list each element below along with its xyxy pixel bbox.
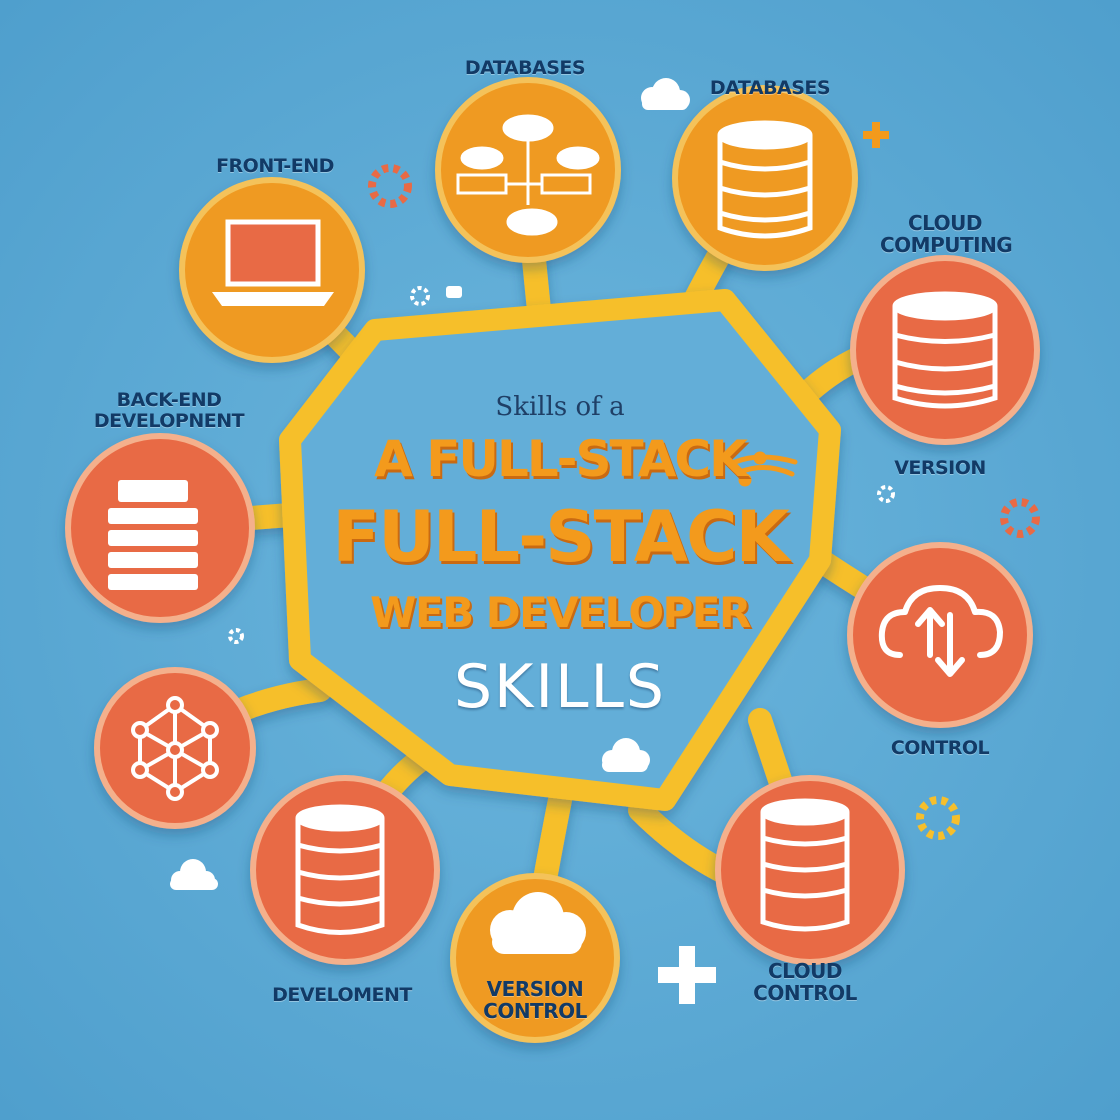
small-square-decor	[446, 286, 462, 298]
title-line-3: WEB DEVELOPER	[370, 588, 751, 637]
node-back-end	[65, 433, 255, 623]
label-databases-2: DATABASES	[709, 77, 831, 99]
database-icon	[892, 291, 998, 409]
cloud-icon	[170, 859, 218, 890]
node-version-control	[450, 873, 620, 1043]
cloud-icon	[490, 892, 586, 954]
laptop-icon	[212, 219, 334, 306]
node-develoment	[250, 775, 440, 965]
label-cloud-computing: CLOUD COMPUTING	[880, 211, 1013, 257]
label-version: VERSION	[894, 457, 986, 479]
title-line-1: A FULL-STACK	[374, 430, 748, 488]
node-version	[847, 542, 1033, 728]
title-line-2: FULL-STACK	[332, 496, 789, 578]
label-cloud-control: CLOUD CONTROL	[753, 959, 857, 1005]
cloud-icon	[641, 78, 690, 110]
label-develoment: DEVELOMENT	[272, 984, 412, 1006]
label-front-end: FRONT-END	[216, 155, 334, 177]
node-control	[715, 775, 905, 965]
label-version-control: VERSION CONTROL	[483, 977, 587, 1023]
node-network	[94, 667, 256, 829]
title-pre: Skills of a	[495, 392, 625, 422]
network-graph-icon	[131, 696, 219, 801]
hub	[279, 289, 841, 811]
node-databases-1	[435, 77, 621, 263]
label-back-end: BACK-END DEVELOPNENT	[93, 389, 245, 432]
node-databases-2	[672, 85, 858, 271]
cloud-upload-download-icon	[878, 585, 1003, 677]
node-front-end	[179, 177, 365, 363]
plus-icon	[863, 122, 889, 148]
database-icon	[760, 798, 850, 932]
cloud-icon	[602, 738, 650, 772]
gear-icon	[368, 164, 412, 208]
gear-icon	[228, 286, 895, 644]
gear-icon	[1000, 498, 1040, 538]
label-control: CONTROL	[890, 737, 990, 759]
cloud-network-icon	[456, 114, 600, 236]
title-line-4: SKILLS	[453, 652, 667, 722]
database-icon	[717, 120, 813, 239]
plus-icon	[658, 946, 716, 1004]
database-icon	[295, 804, 385, 935]
label-databases-1: DATABASES	[464, 57, 586, 79]
gear-icon	[916, 796, 960, 840]
node-cloud-computing	[850, 255, 1040, 445]
cursor-swoosh-icon	[732, 451, 798, 487]
server-stack-icon	[108, 480, 198, 590]
